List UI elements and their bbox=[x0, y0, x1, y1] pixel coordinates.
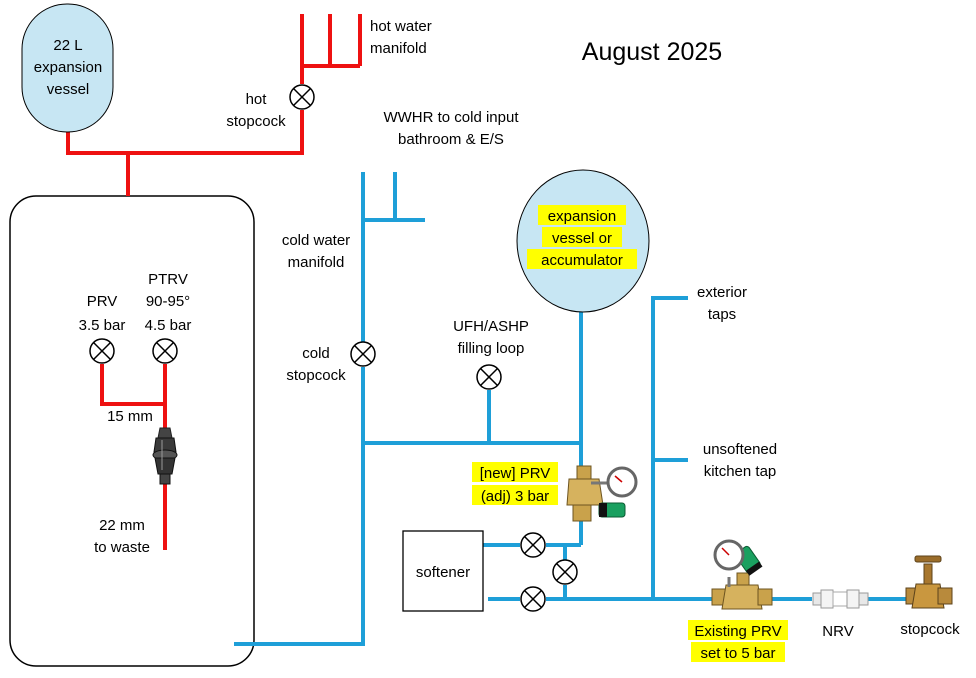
label-ufh-filling-loop: UFH/ASHP filling loop bbox=[453, 318, 529, 357]
new-prv-valve-icon bbox=[566, 465, 638, 522]
svg-text:accumulator: accumulator bbox=[541, 252, 623, 269]
label-15mm: 15 mm bbox=[107, 408, 153, 425]
softener-inlet-valve-icon bbox=[520, 586, 546, 612]
label-ptrv: PTRV 90-95° 4.5 bar bbox=[145, 271, 192, 334]
prv-outlet-pipe bbox=[100, 364, 165, 406]
hot-feed-pipe bbox=[66, 110, 304, 155]
svg-text:manifold: manifold bbox=[288, 254, 345, 271]
label-prv-tank: PRV 3.5 bar bbox=[79, 293, 126, 334]
svg-text:PRV: PRV bbox=[87, 293, 118, 310]
svg-text:hot water: hot water bbox=[370, 18, 432, 35]
nrv-icon bbox=[812, 589, 869, 609]
label-expansion-vessel-22l: 22 L expansion vessel bbox=[34, 37, 102, 98]
hot-stopcock-valve-icon bbox=[289, 84, 315, 110]
svg-text:stopcock: stopcock bbox=[226, 113, 286, 130]
svg-text:(adj) 3 bar: (adj) 3 bar bbox=[481, 488, 549, 505]
svg-text:hot: hot bbox=[246, 91, 268, 108]
label-new-prv: [new] PRV (adj) 3 bar bbox=[472, 462, 558, 505]
svg-text:3.5 bar: 3.5 bar bbox=[79, 317, 126, 334]
valve-symbols bbox=[89, 84, 578, 612]
expansion-vessel-22l bbox=[21, 3, 114, 133]
tank-prv-valve-icon bbox=[89, 338, 115, 364]
label-nrv: NRV bbox=[822, 623, 853, 640]
label-exterior-taps: exterior taps bbox=[697, 284, 747, 323]
label-cold-water-manifold: cold water manifold bbox=[282, 232, 350, 271]
label-softener: softener bbox=[416, 564, 470, 581]
svg-text:set to 5 bar: set to 5 bar bbox=[700, 645, 775, 662]
label-cold-stopcock: cold stopcock bbox=[286, 345, 346, 384]
label-hot-stopcock: hot stopcock bbox=[226, 91, 286, 130]
existing-prv-valve-icon bbox=[711, 539, 773, 610]
softener-outlet-valve-icon bbox=[520, 532, 546, 558]
softener-unit bbox=[402, 530, 484, 612]
ptrv-valve-icon bbox=[152, 338, 178, 364]
svg-text:expansion: expansion bbox=[34, 59, 102, 76]
label-expansion-accumulator: expansion vessel or accumulator bbox=[527, 205, 637, 269]
svg-text:22 L: 22 L bbox=[53, 37, 82, 54]
svg-text:kitchen tap: kitchen tap bbox=[704, 463, 777, 480]
svg-text:to waste: to waste bbox=[94, 539, 150, 556]
svg-text:22 mm: 22 mm bbox=[99, 517, 145, 534]
label-22mm-waste: 22 mm to waste bbox=[94, 517, 150, 556]
label-hot-water-manifold: hot water manifold bbox=[370, 18, 432, 57]
svg-text:vessel: vessel bbox=[47, 81, 90, 98]
svg-text:cold: cold bbox=[302, 345, 330, 362]
label-existing-prv: Existing PRV set to 5 bar bbox=[688, 620, 788, 662]
cold-pipework bbox=[234, 172, 912, 646]
svg-text:WWHR to cold input: WWHR to cold input bbox=[383, 109, 519, 126]
filling-loop-valve-icon bbox=[476, 364, 502, 390]
svg-text:exterior: exterior bbox=[697, 284, 747, 301]
svg-text:expansion: expansion bbox=[548, 208, 616, 225]
svg-text:vessel or: vessel or bbox=[552, 230, 612, 247]
diagram-title: August 2025 bbox=[582, 38, 722, 66]
svg-text:manifold: manifold bbox=[370, 40, 427, 57]
svg-text:90-95°: 90-95° bbox=[146, 293, 190, 310]
svg-text:taps: taps bbox=[708, 306, 736, 323]
cold-feed-to-cylinder bbox=[234, 367, 365, 646]
softener-bypass-valve-icon bbox=[552, 559, 578, 585]
svg-text:unsoftened: unsoftened bbox=[703, 441, 777, 458]
svg-text:[new] PRV: [new] PRV bbox=[480, 465, 551, 482]
hot-pipework bbox=[66, 14, 362, 550]
svg-text:4.5 bar: 4.5 bar bbox=[145, 317, 192, 334]
svg-text:Existing PRV: Existing PRV bbox=[694, 623, 781, 640]
svg-text:stopcock: stopcock bbox=[286, 367, 346, 384]
svg-text:filling loop: filling loop bbox=[458, 340, 525, 357]
svg-text:UFH/ASHP: UFH/ASHP bbox=[453, 318, 529, 335]
svg-text:cold water: cold water bbox=[282, 232, 350, 249]
main-stopcock-icon bbox=[905, 555, 953, 609]
cold-stopcock-valve-icon bbox=[350, 341, 376, 367]
tundish-icon bbox=[152, 427, 178, 485]
label-main-stopcock: stopcock bbox=[900, 621, 960, 638]
hot-water-cylinder bbox=[9, 195, 255, 667]
label-unsoftened-kitchen-tap: unsoftened kitchen tap bbox=[703, 441, 777, 480]
svg-text:PTRV: PTRV bbox=[148, 271, 188, 288]
svg-text:bathroom & E/S: bathroom & E/S bbox=[398, 131, 504, 148]
label-wwhr: WWHR to cold input bathroom & E/S bbox=[383, 109, 519, 148]
exterior-taps-pipe bbox=[651, 296, 688, 599]
